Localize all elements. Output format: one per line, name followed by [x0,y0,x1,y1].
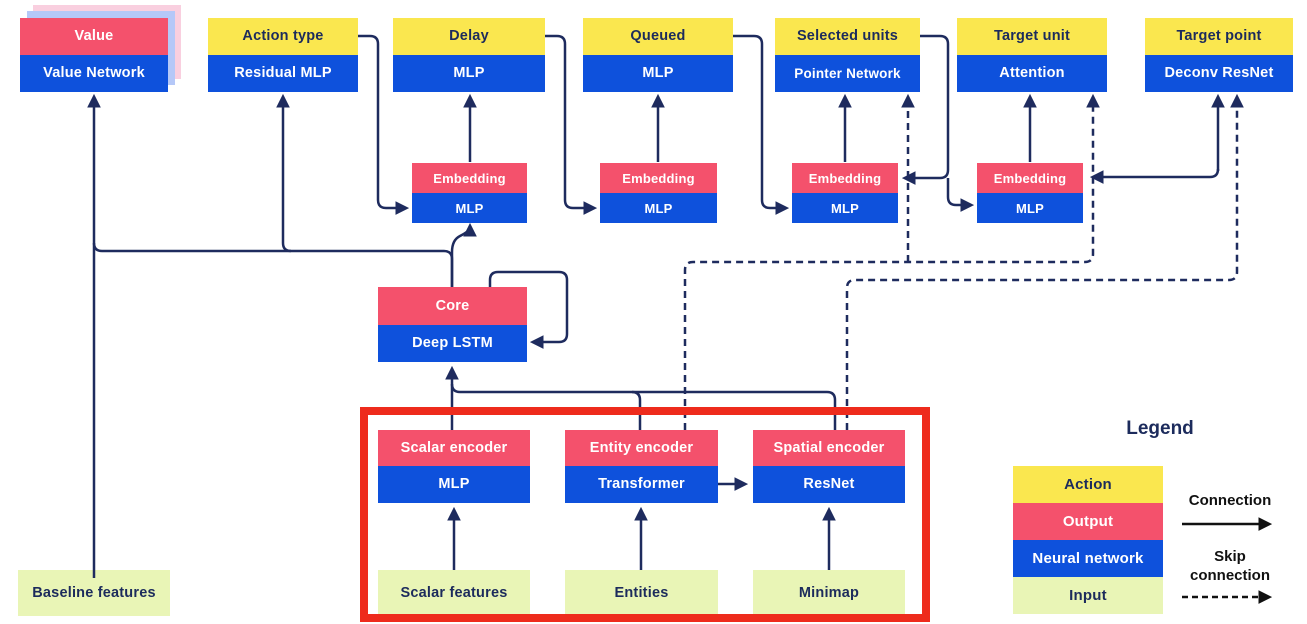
resnet-label: ResNet [753,466,905,503]
deep-lstm-label: Deep LSTM [378,325,527,362]
node-queued: Queued MLP [583,18,733,92]
embedding-4-label: Embedding [977,163,1083,193]
node-spatial-encoder: Spatial encoder ResNet [753,430,905,503]
legend-item-action: Action [1013,466,1163,503]
connector-core-to-action-type [276,93,292,253]
node-target-unit: Target unit Attention [957,18,1107,92]
node-embedding-4: Embedding MLP [977,163,1083,223]
connector-core-to-value-trunk [92,242,454,287]
legend-item-neural-network: Neural network [1013,540,1163,577]
input-scalar-features: Scalar features [378,570,530,616]
input-minimap: Minimap [753,570,905,616]
scalar-encoder-mlp-label: MLP [378,466,530,503]
connector-to-embedding-4-right [1089,168,1220,184]
node-embedding-2: Embedding MLP [600,163,717,223]
value-output-label: Value [20,18,168,55]
target-point-label: Target point [1145,18,1293,55]
legend-swatches: Action Output Neural network Input [1013,466,1163,614]
connector-entity-encoder-to-core [631,390,642,430]
node-value: Value Value Network [20,18,168,92]
embedding-2-label: Embedding [600,163,717,193]
embedding-3-mlp-label: MLP [792,193,898,223]
delay-label: Delay [393,18,545,55]
node-core: Core Deep LSTM [378,287,527,362]
deconv-resnet-label: Deconv ResNet [1145,55,1293,92]
skip-spatial-encoder-to-deconv-resnet [845,93,1244,430]
connector-core-to-embedding-1 [450,222,477,287]
target-unit-label: Target unit [957,18,1107,55]
queued-mlp-label: MLP [583,55,733,92]
delay-mlp-label: MLP [393,55,545,92]
embedding-4-mlp-label: MLP [977,193,1083,223]
legend-skip-line2: connection [1189,566,1270,584]
residual-mlp-label: Residual MLP [208,55,358,92]
entity-encoder-label: Entity encoder [565,430,718,466]
embedding-3-label: Embedding [792,163,898,193]
node-entity-encoder: Entity encoder Transformer [565,430,718,503]
embedding-1-label: Embedding [412,163,527,193]
legend-item-input: Input [1013,577,1163,614]
action-type-label: Action type [208,18,358,55]
node-action-type: Action type Residual MLP [208,18,358,92]
connector-spatial-encoder-to-core [826,390,837,430]
connector-trunk-corner [450,383,461,394]
core-label: Core [378,287,527,325]
transformer-label: Transformer [565,466,718,503]
legend-item-output: Output [1013,503,1163,540]
legend-connection-label: Connection [1188,492,1272,509]
connector-selected-units-to-embedding-3 [901,169,950,185]
attention-label: Attention [957,55,1107,92]
skip-entity-encoder-to-attention [683,93,1100,430]
pointer-network-label: Pointer Network [775,55,920,92]
node-embedding-3: Embedding MLP [792,163,898,223]
node-embedding-1: Embedding MLP [412,163,527,223]
selected-units-label: Selected units [775,18,920,55]
embedding-1-mlp-label: MLP [412,193,527,223]
node-delay: Delay MLP [393,18,545,92]
input-baseline-features: Baseline features [18,570,170,616]
legend-title: Legend [1126,418,1194,439]
node-target-point: Target point Deconv ResNet [1145,18,1293,92]
spatial-encoder-label: Spatial encoder [753,430,905,466]
node-selected-units: Selected units Pointer Network [775,18,920,92]
queued-label: Queued [583,18,733,55]
value-network-label: Value Network [20,55,168,92]
input-entities: Entities [565,570,718,616]
connector-selected-units-to-embedding-4 [946,178,975,212]
legend-skip-label: Skip connection [1168,548,1292,586]
embedding-2-mlp-label: MLP [600,193,717,223]
legend-skip-line1: Skip [1214,548,1246,565]
node-scalar-encoder: Scalar encoder MLP [378,430,530,503]
connector-selected-units-down [920,34,950,170]
scalar-encoder-label: Scalar encoder [378,430,530,466]
